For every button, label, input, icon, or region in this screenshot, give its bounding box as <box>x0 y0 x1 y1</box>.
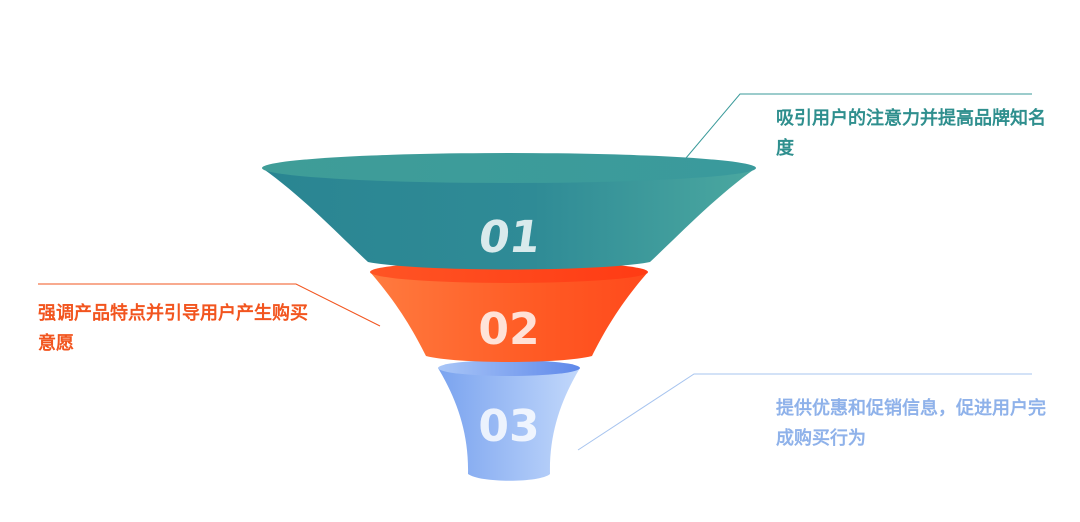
funnel-stage-3: 03 <box>438 360 580 481</box>
connector-line-1 <box>685 93 1032 159</box>
funnel-stage-1-top <box>262 153 756 183</box>
funnel-stage-3-top <box>438 360 580 376</box>
stage-3-description: 提供优惠和促销信息，促进用户完成购买行为 <box>776 398 1046 449</box>
funnel-stage-1-number: 01 <box>475 212 543 263</box>
funnel-stage-1-body <box>262 168 756 270</box>
stage-2-description: 强调产品特点并引导用户产生购买意愿 <box>38 303 308 354</box>
funnel-stage-1: 01 <box>262 153 756 270</box>
connector-line-2 <box>38 283 381 327</box>
funnel-stage-2-body <box>370 272 648 362</box>
funnel-stage-2: 02 <box>370 261 648 362</box>
funnel-stage-2-number: 02 <box>478 304 539 355</box>
stage-1-description: 吸引用户的注意力并提高品牌知名度 <box>776 108 1046 159</box>
connector-line-3 <box>577 373 1032 451</box>
funnel-stage-3-body <box>438 368 580 481</box>
funnel-stage-3-number: 03 <box>478 401 539 452</box>
